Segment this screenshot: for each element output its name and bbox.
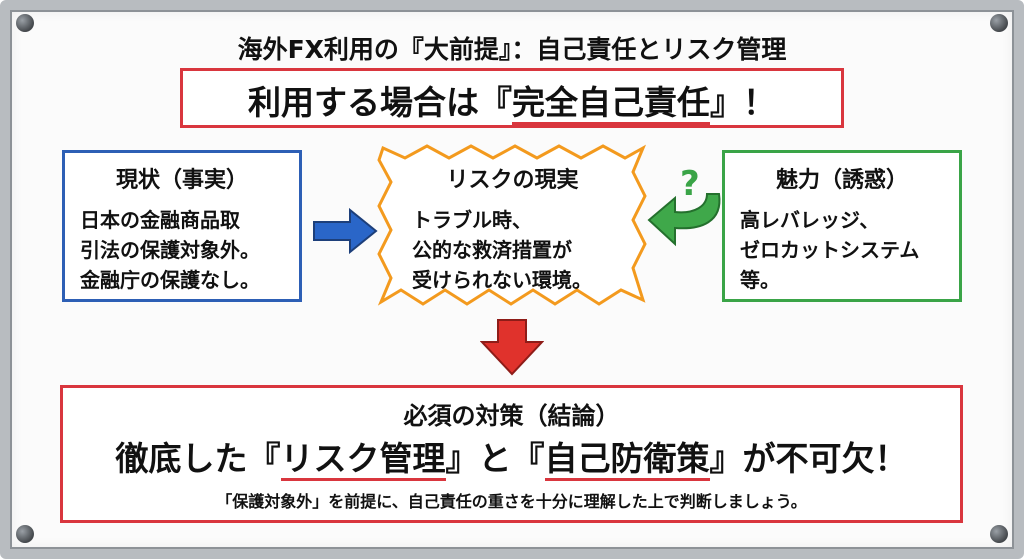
risk-management-highlight: リスク管理 bbox=[280, 439, 446, 481]
conclusion-note: 「保護対象外」を前提に、自己責任の重さを十分に理解した上で判断しましょう。 bbox=[216, 492, 807, 511]
attraction-line: ゼロカットシステム bbox=[740, 238, 920, 262]
banner-text: 利用する場合は『完全自己責任』！ bbox=[180, 76, 844, 125]
attraction-box bbox=[722, 150, 962, 302]
corner-screw-icon bbox=[990, 14, 1008, 32]
main-banner bbox=[180, 68, 844, 128]
curved-left-arrow-icon bbox=[647, 193, 721, 247]
banner-after: 』！ bbox=[710, 83, 776, 122]
risk-reality-line: トラブル時、 bbox=[412, 208, 532, 232]
risk-reality-title: リスクの現実 bbox=[446, 168, 579, 193]
right-arrow-icon bbox=[313, 208, 378, 254]
risk-reality-line: 公的な救済措置が bbox=[412, 238, 572, 262]
banner-highlight: 完全自己責任 bbox=[512, 83, 710, 125]
corner-screw-icon bbox=[990, 525, 1008, 543]
conclusion-main: 徹底した『リスク管理』と『自己防衛策』が不可欠！ bbox=[60, 432, 963, 481]
page-title: 海外FX利用の『大前提』：自己責任とリスク管理 bbox=[237, 35, 787, 64]
self-defense-highlight: 自己防衛策 bbox=[544, 439, 710, 481]
down-arrow-icon bbox=[480, 319, 544, 376]
corner-screw-icon bbox=[16, 14, 34, 32]
corner-screw-icon bbox=[16, 525, 34, 543]
current-status-box bbox=[62, 150, 302, 302]
attraction-line: 等。 bbox=[740, 268, 780, 292]
banner-before: 利用する場合は『 bbox=[248, 83, 512, 122]
risk-burst-shape bbox=[377, 144, 647, 306]
current-status-line: 日本の金融商品取 bbox=[80, 208, 240, 232]
attraction-title: 魅力（誘惑） bbox=[775, 168, 908, 193]
conclusion-part: 徹底した『 bbox=[115, 439, 281, 478]
current-status-title: 現状（事実） bbox=[115, 168, 248, 193]
question-mark-icon: ? bbox=[680, 164, 700, 204]
conclusion-box bbox=[60, 385, 963, 523]
conclusion-part: 』と『 bbox=[445, 439, 545, 478]
current-status-line: 金融庁の保護なし。 bbox=[80, 268, 260, 292]
risk-reality-line: 受けられない環境。 bbox=[412, 268, 592, 292]
current-status-line: 引法の保護対象外。 bbox=[80, 238, 260, 262]
conclusion-title: 必須の対策（結論） bbox=[403, 402, 620, 430]
conclusion-part: 』が不可欠！ bbox=[709, 439, 908, 478]
attraction-line: 高レバレッジ、 bbox=[740, 208, 880, 232]
